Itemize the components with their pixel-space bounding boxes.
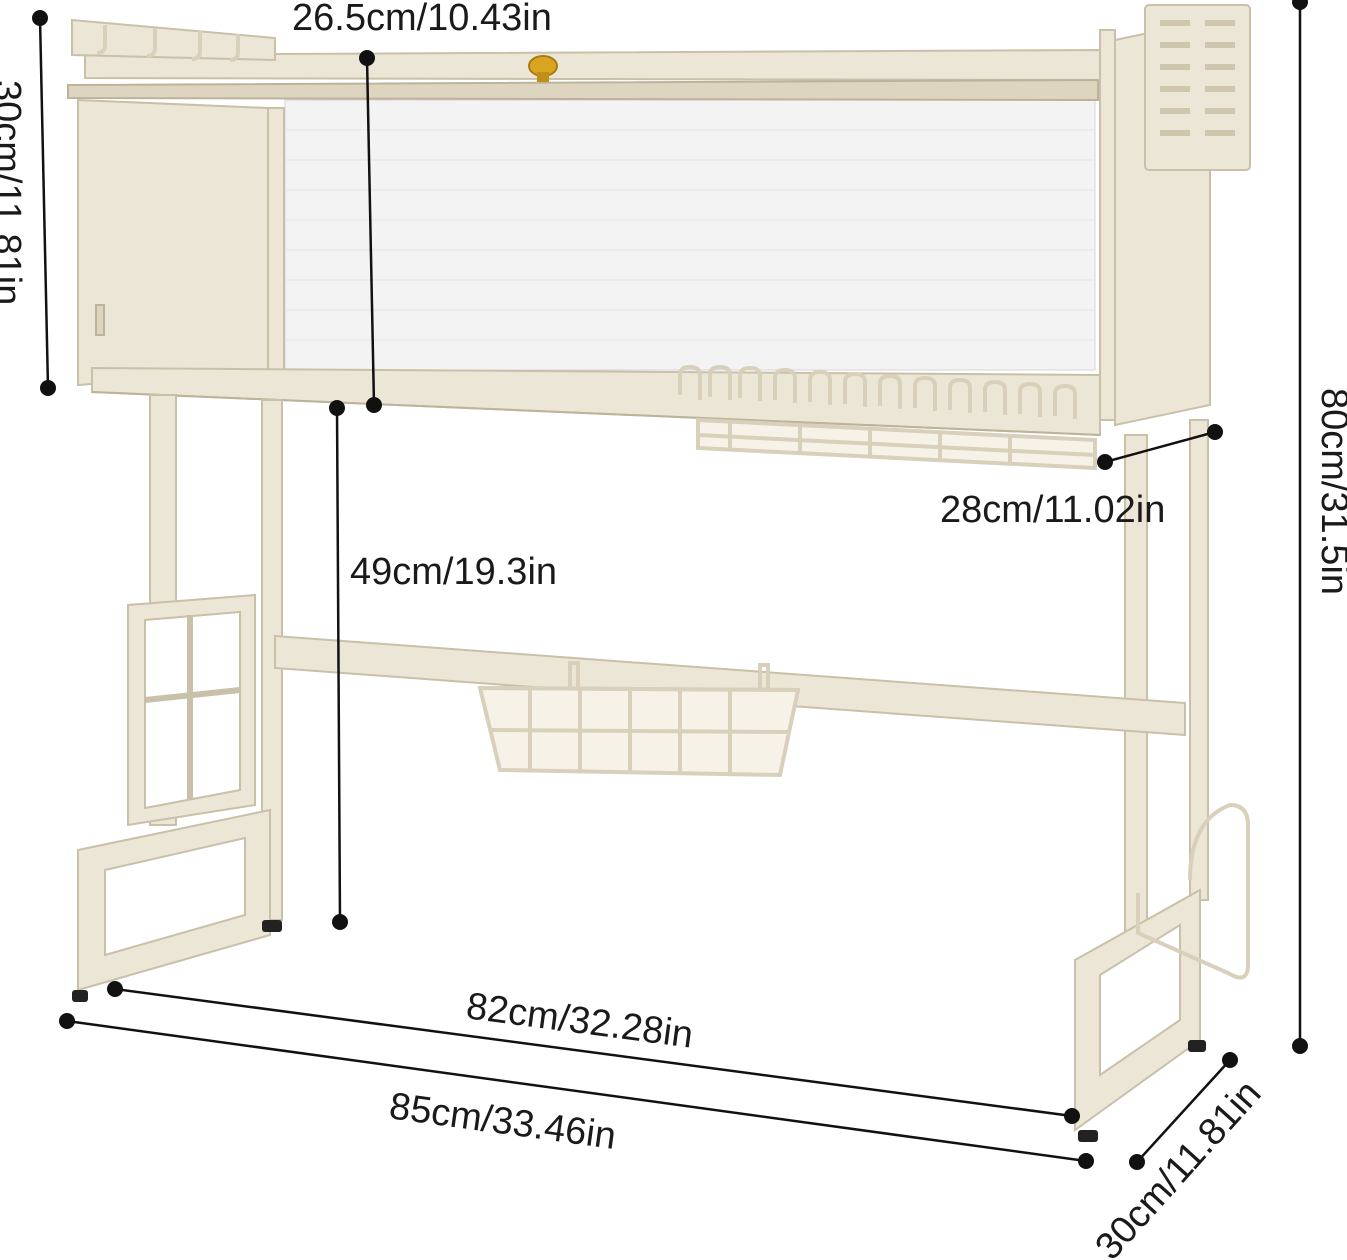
label-top-depth: 26.5cm/10.43in xyxy=(292,0,552,39)
utensil-holder xyxy=(1144,4,1251,171)
label-total-height: 80cm/31.5in xyxy=(1313,388,1347,595)
middle-cross-bar xyxy=(274,634,1186,737)
cutting-board-holder xyxy=(127,593,256,827)
right-back-leg xyxy=(1189,419,1209,901)
dimension-lines xyxy=(32,0,1308,1170)
label-outer-width: 85cm/33.46in xyxy=(387,1085,619,1158)
left-door-handle xyxy=(95,304,105,336)
label-cabinet-height: 30cm/11.81in xyxy=(0,80,28,305)
frosted-panel-lines xyxy=(285,129,1095,341)
under-shelf-basket xyxy=(696,417,1097,471)
frosted-back-panel xyxy=(284,99,1096,371)
left-cabinet-side-post xyxy=(267,107,285,371)
middle-hanging-basket xyxy=(477,661,801,778)
label-basket-depth: 28cm/11.02in xyxy=(940,489,1165,531)
left-cabinet-door xyxy=(77,98,269,387)
lid-holder xyxy=(1136,802,1250,980)
cup-hooks xyxy=(71,18,276,62)
dish-rack-illustration xyxy=(67,4,1251,1142)
label-inner-width: 82cm/32.28in xyxy=(464,985,696,1056)
right-side-panel xyxy=(1099,29,1116,421)
plate-rack-wires xyxy=(678,364,1077,419)
rack-feet xyxy=(72,920,1206,1142)
top-shelf-front-lip xyxy=(67,78,1099,102)
label-clearance-height: 49cm/19.3in xyxy=(350,551,557,593)
gold-knob xyxy=(528,55,558,82)
